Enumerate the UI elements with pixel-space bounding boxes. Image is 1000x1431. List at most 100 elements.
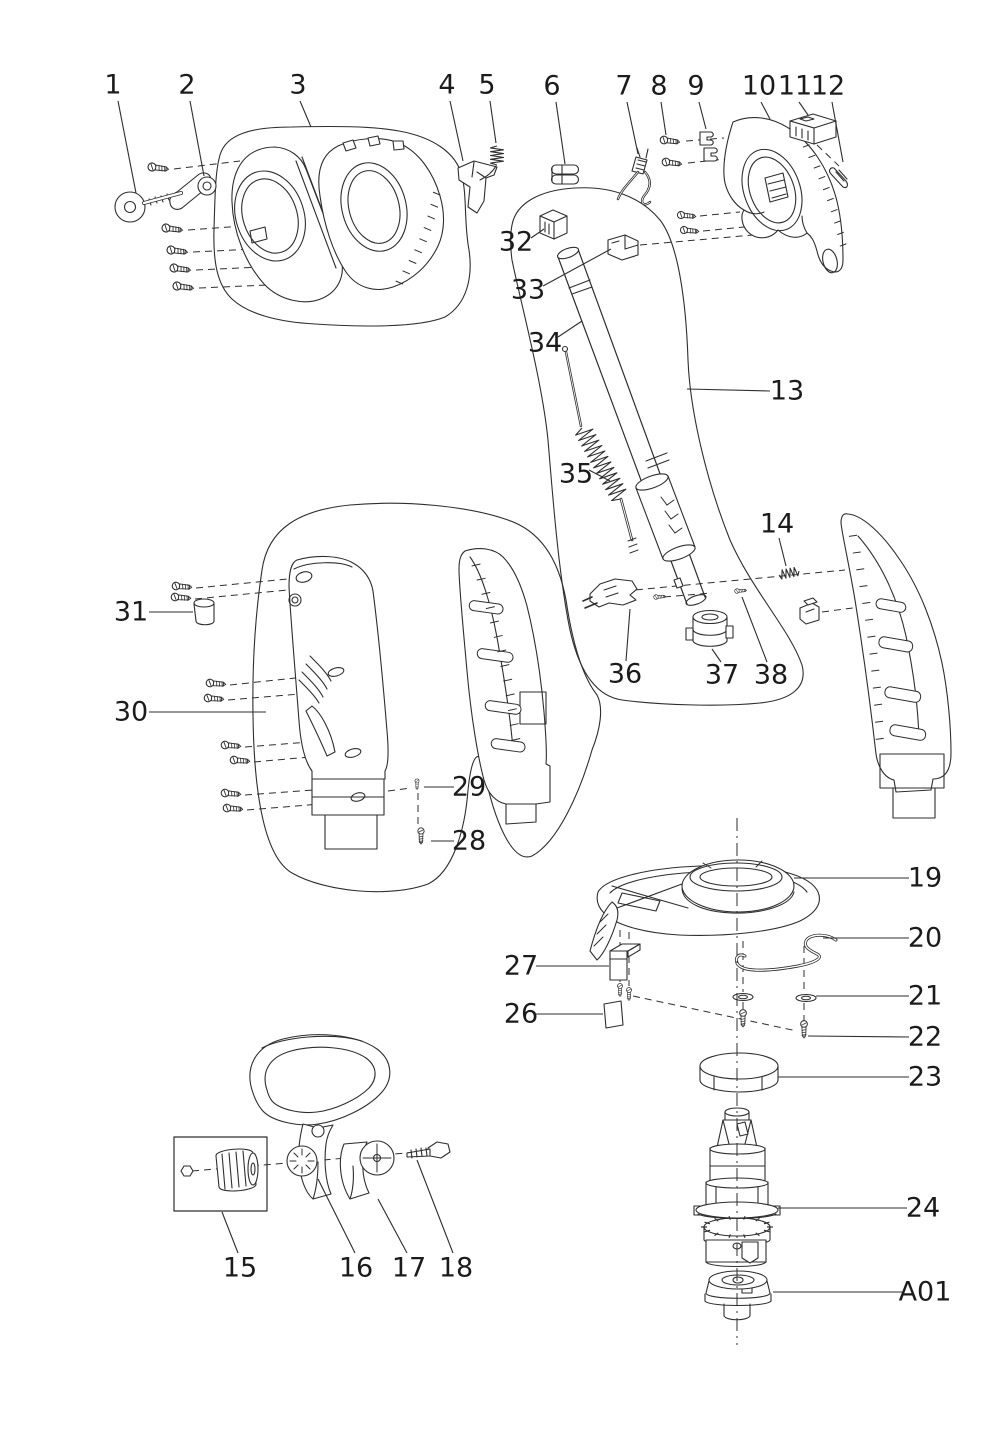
leader-line-8 <box>660 101 667 136</box>
part-ellipse <box>721 1274 755 1286</box>
part-label-36: 36 <box>608 659 642 690</box>
screw-glyph <box>220 740 242 750</box>
diagram-shape <box>419 842 423 845</box>
diagram-shape <box>177 594 190 601</box>
diagram-shape <box>238 744 242 749</box>
leader-line-14 <box>778 537 787 567</box>
part-outline <box>699 131 714 146</box>
part-outline <box>609 950 628 981</box>
diagram-shape <box>618 994 622 997</box>
part-outline <box>627 943 641 958</box>
diagram-shape <box>180 266 188 273</box>
part-label-17: 17 <box>392 1253 426 1284</box>
screw-glyph <box>166 245 189 255</box>
grouping-cloud-outline <box>252 502 602 893</box>
leader-line-17 <box>377 1198 408 1254</box>
part-detail-line <box>593 913 609 947</box>
part-label-3: 3 <box>289 70 306 101</box>
diagram-shape <box>231 790 238 797</box>
part-outline <box>725 625 734 639</box>
part-ellipse <box>327 667 345 677</box>
part-ellipse <box>193 598 215 608</box>
diagram-shape <box>187 267 192 273</box>
screw-glyph <box>653 594 667 600</box>
rib-hatch-tick <box>827 197 834 202</box>
rib-hatch-tick <box>485 606 495 610</box>
part-outline <box>589 901 619 961</box>
part-label-20: 20 <box>908 923 942 954</box>
diagram-shape <box>678 161 683 167</box>
part-outline <box>645 452 670 469</box>
leader-line-10 <box>760 101 771 120</box>
screw-glyph <box>417 827 425 845</box>
leader-line-7 <box>626 101 639 155</box>
diagram-shape <box>158 165 166 172</box>
part-outline <box>799 116 815 122</box>
leader-line-12 <box>831 101 844 163</box>
diagram-shape <box>686 227 698 234</box>
diagram-shape <box>659 594 665 599</box>
leader-line-9 <box>698 101 707 130</box>
part-outline <box>795 126 809 141</box>
part-ellipse <box>635 473 669 491</box>
dashed-guide-line <box>387 787 412 792</box>
part-outline <box>231 146 343 303</box>
diagram-shape <box>696 229 700 234</box>
rib-hatch-tick <box>852 551 861 554</box>
screw-glyph <box>734 588 748 594</box>
part-outline <box>805 608 815 613</box>
part-outline <box>406 1148 431 1158</box>
part-outline <box>458 548 551 825</box>
diagram-shape <box>236 757 249 764</box>
leader-line-5 <box>489 100 497 144</box>
diagram-shape <box>670 138 677 145</box>
screw-glyph <box>172 281 195 291</box>
diagram-shape <box>618 984 622 988</box>
part-label-35: 35 <box>559 459 593 490</box>
leader-line-15 <box>221 1211 239 1254</box>
diagram-shape <box>666 137 679 145</box>
diagram-shape <box>740 588 746 593</box>
fan-tooth <box>763 1229 770 1233</box>
part-outline <box>685 627 694 641</box>
part-label-2: 2 <box>178 70 195 101</box>
part-outline <box>803 597 818 606</box>
rib-hatch-tick <box>432 191 441 196</box>
part-outline <box>582 596 598 609</box>
part-rib-slot <box>878 636 914 653</box>
screw-glyph <box>169 263 192 273</box>
screw-glyph <box>229 755 251 765</box>
part-rib-slot <box>476 648 514 663</box>
part-outline <box>249 1034 391 1126</box>
rib-hatch-tick <box>408 259 417 264</box>
part-outline <box>673 577 684 589</box>
screw-glyph <box>414 778 420 791</box>
part-label-23: 23 <box>908 1062 942 1093</box>
rib-hatch-tick <box>859 585 868 588</box>
part-ellipse <box>114 191 146 223</box>
part-rib-slot <box>468 600 504 615</box>
part-outline <box>607 234 639 261</box>
diagram-shape <box>801 1029 807 1036</box>
wire-part-core <box>641 171 651 205</box>
leader-line-11 <box>798 101 809 116</box>
part-outline <box>550 174 580 185</box>
part-outline <box>692 640 728 647</box>
part-outline <box>743 209 808 234</box>
fan-tooth <box>704 1229 711 1233</box>
part-ellipse <box>732 1276 744 1284</box>
part-outline <box>704 1300 772 1306</box>
part-ellipse <box>662 544 696 562</box>
part-label-14: 14 <box>760 509 794 540</box>
diagram-shape <box>150 163 154 171</box>
screw-glyph <box>222 803 244 813</box>
part-ellipse <box>708 1270 768 1290</box>
part-outline <box>173 1136 268 1212</box>
rib-hatch-tick <box>509 723 519 727</box>
part-ellipse <box>701 613 719 621</box>
part-label-33: 33 <box>511 275 545 306</box>
rib-hatch-tick <box>874 703 883 706</box>
part-ellipse <box>822 248 838 274</box>
